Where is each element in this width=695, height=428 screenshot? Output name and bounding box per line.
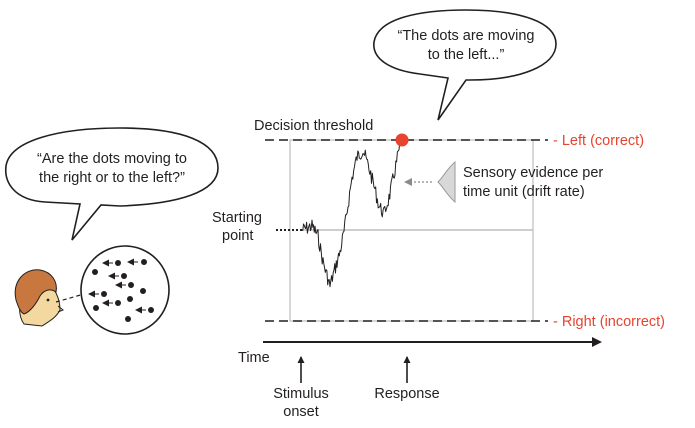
random-dot-motion-icon: [80, 245, 170, 335]
speech-bubble-decision: “The dots are moving to the left...”: [373, 9, 557, 121]
time-axis: Time Stimulus onset Response: [238, 337, 602, 420]
question-line-1: “Are the dots moving to: [37, 151, 187, 167]
decision-threshold-label: Decision threshold: [254, 118, 373, 134]
decision-line-1: “The dots are moving: [397, 28, 534, 44]
speech-bubble-question: “Are the dots moving to the right or to …: [4, 127, 219, 241]
drift-rate-annotation: Sensory evidence per time unit (drift ra…: [404, 160, 603, 204]
person-head-icon: [14, 269, 64, 327]
right-incorrect-label: - Right (incorrect): [553, 314, 665, 330]
response-label: Response: [374, 386, 439, 402]
ddm-plot: Decision threshold - Left (correct) - Ri…: [212, 118, 665, 330]
starting-point-label-1: Starting: [212, 210, 262, 226]
decision-line-2: to the left...”: [428, 47, 505, 63]
stimulus-label-1: Stimulus: [273, 386, 329, 402]
left-correct-label: - Left (correct): [553, 133, 644, 149]
drift-label-2: time unit (drift rate): [463, 184, 585, 200]
evidence-accumulation-trace: [301, 139, 403, 288]
question-line-2: the right or to the left?”: [39, 170, 185, 186]
starting-point-label-2: point: [222, 228, 253, 244]
drift-label-1: Sensory evidence per: [463, 165, 603, 181]
decision-point: [395, 133, 409, 147]
gaussian-distribution-icon: [437, 160, 456, 204]
stimulus-label-2: onset: [283, 404, 318, 420]
time-label: Time: [238, 350, 270, 366]
